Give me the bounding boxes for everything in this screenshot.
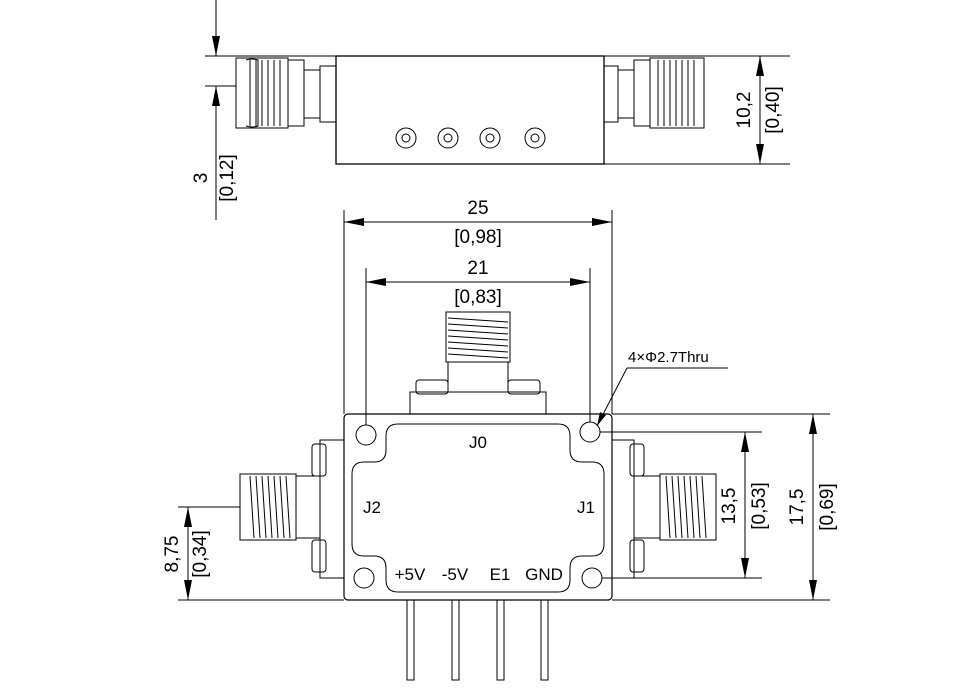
- dim-hole-spacing: 21 [0,83]: [365, 258, 591, 425]
- hole-note-leader: 4×Φ2.7Thru: [596, 349, 728, 427]
- pin-label-e1: E1: [490, 565, 511, 584]
- dim-port-height: 8,75 [0,34]: [162, 506, 344, 601]
- dim-hole-spacing-value: 21: [467, 258, 488, 279]
- dim-overall-width-inch: [0,98]: [454, 227, 502, 248]
- hole-note: 4×Φ2.7Thru: [628, 349, 709, 366]
- dim-hole-pitch-vertical-value: 13,5: [719, 488, 740, 525]
- dim-hole-spacing-inch: [0,83]: [454, 287, 502, 308]
- dim-overall-width-value: 25: [467, 198, 488, 219]
- dim-port-height-value: 8,75: [162, 536, 183, 573]
- pin-label-gnd: GND: [525, 565, 563, 584]
- top-connector: [409, 311, 547, 415]
- left-connector: [239, 439, 345, 579]
- pin-label-plus5v: +5V: [395, 565, 426, 584]
- side-left-connector: [235, 57, 337, 129]
- dim-overall-height-inch: [0,69]: [817, 483, 838, 531]
- mounting-hole-bottom-left: [353, 567, 375, 589]
- dim-port-height-inch: [0,34]: [190, 530, 211, 578]
- dim-overall-width: 25 [0,98]: [343, 198, 613, 414]
- side-view: 10,2 [0,40] 3 [0,12]: [191, 0, 790, 220]
- dim-side-offset: 3 [0,12]: [191, 0, 336, 220]
- side-right-connector: [603, 57, 705, 129]
- pins: [406, 599, 549, 681]
- front-cover-outline: [351, 423, 605, 593]
- side-view-body: [335, 55, 605, 165]
- dim-side-offset-inch: [0,12]: [217, 154, 238, 202]
- dim-side-offset-value: 3: [191, 173, 212, 184]
- front-view: J0 J2 J1 +5V -5V E1 GND 25 [0,98]: [162, 198, 838, 681]
- right-connector: [611, 439, 717, 579]
- side-view-pins: [395, 127, 546, 149]
- port-label-j1: J1: [577, 498, 595, 517]
- dim-hole-pitch-vertical: 13,5 [0,53]: [600, 431, 770, 579]
- port-label-j2: J2: [363, 498, 381, 517]
- dim-side-height-value: 10,2: [734, 92, 755, 129]
- front-body: [343, 413, 613, 601]
- dim-side-height-inch: [0,40]: [763, 86, 784, 134]
- dim-overall-height-value: 17,5: [787, 489, 808, 526]
- dim-overall-height: 17,5 [0,69]: [612, 413, 838, 601]
- dim-hole-pitch-vertical-inch: [0,53]: [749, 482, 770, 530]
- pin-label-minus5v: -5V: [442, 565, 469, 584]
- port-label-j0: J0: [469, 433, 487, 452]
- dim-side-height: 10,2 [0,40]: [604, 55, 790, 165]
